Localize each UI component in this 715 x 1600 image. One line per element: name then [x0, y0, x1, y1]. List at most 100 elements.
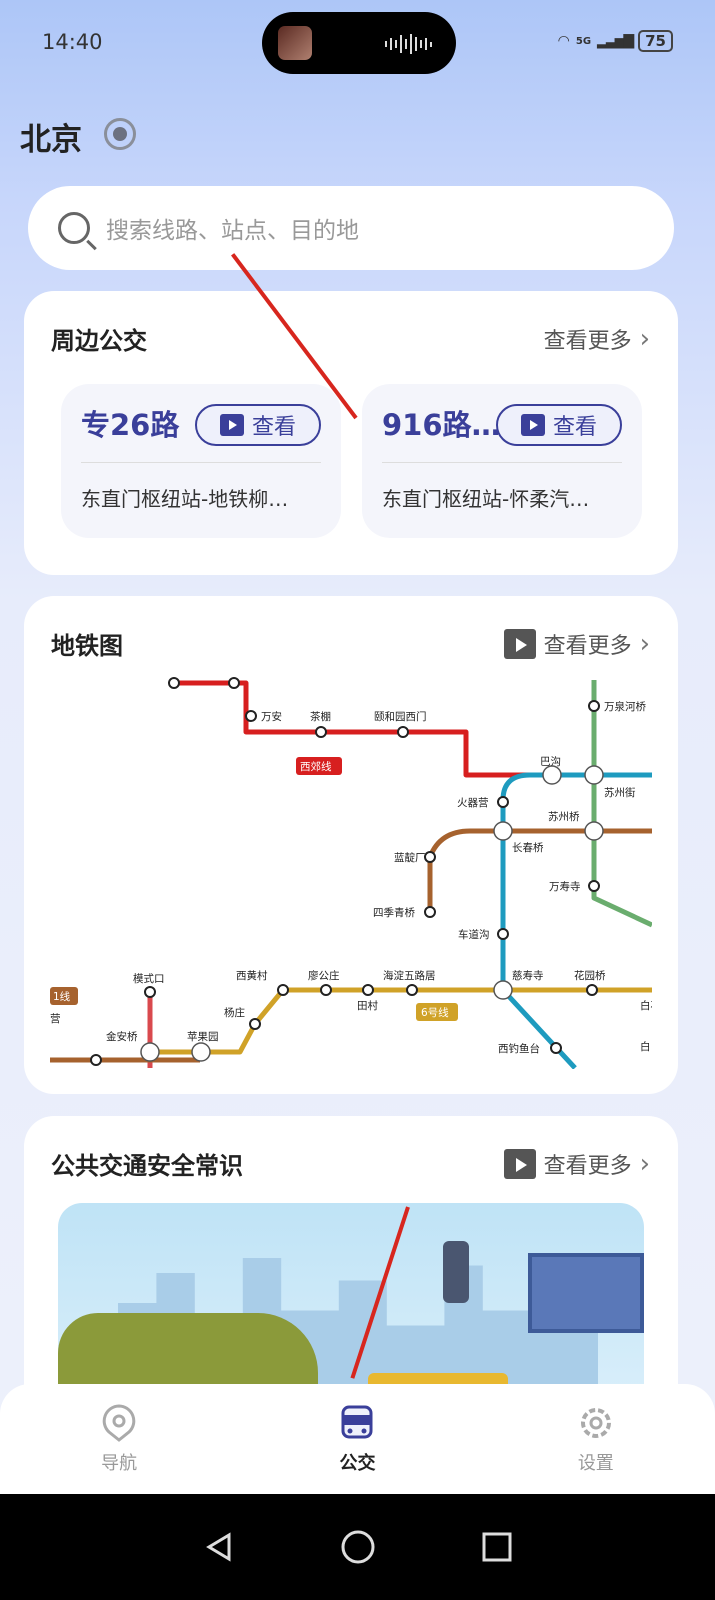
audio-wave-icon — [385, 34, 432, 54]
more-label: 查看更多 — [543, 634, 632, 659]
search-icon — [58, 212, 90, 244]
metro-title: 地铁图 — [51, 632, 123, 660]
back-icon[interactable] — [203, 1531, 235, 1563]
bus-route-card[interactable]: 专26路 查看 东直门枢纽站-地铁柳… — [61, 384, 341, 538]
station-label[interactable]: 四季青桥 — [373, 906, 415, 919]
line-6 — [150, 987, 652, 1055]
station-label[interactable]: 苹果园 — [187, 1030, 219, 1043]
view-button[interactable]: 查看 — [195, 404, 321, 446]
view-label: 查看 — [552, 415, 597, 440]
nav-label: 公交 — [339, 1453, 376, 1474]
view-label: 查看 — [251, 415, 296, 440]
station-label[interactable]: 海淀五路居 — [383, 969, 436, 982]
station-labels: 万安 茶棚 颐和园西门 巴沟 万泉河桥 苏州街 火器营 苏州桥 长春桥 蓝靛厂 … — [50, 700, 652, 1055]
metro-map[interactable]: 西郊线 6号线 1线 万安 茶棚 颐和园西门 巴沟 万泉河桥 苏州街 火器营 苏… — [50, 675, 652, 1069]
station-label[interactable]: 廖公庄 — [308, 969, 340, 982]
network-type: 5G — [575, 35, 592, 47]
chevron-right-icon: › — [639, 629, 650, 659]
metro-more-link[interactable]: 查看更多 › — [503, 628, 650, 660]
chevron-right-icon: › — [639, 1149, 650, 1179]
route-name: 专26路 — [81, 408, 180, 442]
line-label: 1线 — [53, 990, 71, 1003]
station-label[interactable]: 车道沟 — [458, 928, 490, 941]
interchange-icons — [140, 765, 604, 1062]
station-label[interactable]: 万寿寺 — [549, 880, 581, 893]
system-nav-bar — [0, 1494, 715, 1600]
safety-illustration[interactable] — [58, 1203, 644, 1393]
traffic-light-icon — [443, 1241, 469, 1303]
nav-item-bus[interactable]: 公交 — [297, 1403, 417, 1475]
nav-label: 设置 — [577, 1453, 614, 1474]
station-label[interactable]: 蓝靛厂 — [394, 851, 426, 864]
line-4 — [591, 680, 652, 928]
bus-icon — [341, 1405, 373, 1439]
station-label[interactable]: 巴沟 — [540, 755, 561, 768]
xijiao-badge — [296, 757, 342, 775]
gear-icon — [580, 1408, 611, 1438]
station-label[interactable]: 颐和园西门 — [374, 710, 427, 723]
more-label: 查看更多 — [543, 329, 632, 354]
map-pin-icon — [102, 1404, 136, 1442]
line6-badge — [416, 1003, 458, 1021]
station-label[interactable]: 万安 — [261, 710, 282, 723]
station-label[interactable]: 西黄村 — [236, 969, 268, 982]
view-button[interactable]: 查看 — [496, 404, 622, 446]
station-label[interactable]: 慈寿寺 — [512, 969, 544, 982]
line-xijiao — [174, 680, 552, 778]
line-label: 6号线 — [421, 1006, 449, 1019]
line1-badge — [50, 987, 78, 1005]
station-label[interactable]: 模式口 — [133, 972, 165, 985]
route-name: 916路… — [382, 408, 501, 442]
station-label[interactable]: 茶棚 — [310, 710, 331, 723]
nearby-title: 周边公交 — [51, 327, 147, 355]
route-desc: 东直门枢纽站-地铁柳… — [81, 487, 289, 511]
city-name[interactable]: 北京 — [20, 122, 82, 158]
status-bar: 14:40 ◠ 5G ▂▃▅▇ 75 — [0, 0, 715, 90]
nav-item-settings[interactable]: 设置 — [536, 1403, 656, 1475]
bottom-nav: 导航 公交 设置 — [0, 1384, 715, 1494]
station-label[interactable]: 花园桥 — [574, 969, 606, 982]
station-label[interactable]: 长春桥 — [512, 842, 544, 854]
station-label[interactable]: 田村 — [357, 999, 378, 1012]
nearby-bus-card: 周边公交 查看更多 › 专26路 查看 东直门枢纽站-地铁柳… 916路… 查看 … — [24, 291, 678, 575]
locate-icon[interactable] — [104, 118, 136, 150]
chevron-right-icon: › — [639, 324, 650, 354]
wifi-icon: ◠ — [557, 33, 570, 49]
metro-map-card: 地铁图 查看更多› 西郊线 6号线 1线 万安 茶棚 颐和园西 — [24, 596, 678, 1094]
play-icon — [219, 414, 244, 436]
safety-card: 公共交通安全常识 查看更多 › — [24, 1116, 678, 1436]
video-icon — [503, 629, 536, 659]
play-icon — [520, 414, 545, 436]
divider — [81, 462, 321, 463]
station-label[interactable]: 杨庄 — [224, 1006, 245, 1019]
home-icon[interactable] — [340, 1529, 376, 1565]
video-icon — [503, 1149, 536, 1179]
bus-route-card[interactable]: 916路… 查看 东直门枢纽站-怀柔汽… — [362, 384, 642, 538]
line-label: 西郊线 — [300, 760, 332, 773]
dynamic-island[interactable] — [262, 12, 456, 74]
nearby-more-link[interactable]: 查看更多 › — [544, 323, 650, 355]
signal-icon: ▂▃▅▇ — [597, 33, 634, 49]
clock: 14:40 — [42, 30, 103, 54]
station-label[interactable]: 苏州街 — [604, 786, 636, 799]
nav-label: 导航 — [101, 1453, 138, 1474]
search-input[interactable]: 搜索线路、站点、目的地 — [28, 186, 674, 270]
station-label[interactable]: 白 — [640, 1040, 651, 1053]
divider — [382, 462, 622, 463]
station-label[interactable]: 苏州桥 — [548, 810, 580, 823]
search-placeholder: 搜索线路、站点、目的地 — [106, 218, 359, 244]
station-label[interactable]: 白石 — [640, 999, 652, 1012]
safety-more-link[interactable]: 查看更多 › — [503, 1148, 650, 1180]
station-label[interactable]: 营 — [50, 1012, 61, 1025]
station-label[interactable]: 火器营 — [457, 796, 489, 809]
nav-item-navigation[interactable]: 导航 — [59, 1403, 179, 1475]
safety-title: 公共交通安全常识 — [51, 1152, 243, 1180]
recents-icon[interactable] — [481, 1531, 513, 1563]
more-label: 查看更多 — [543, 1154, 632, 1179]
media-app-icon — [278, 26, 312, 60]
route-desc: 东直门枢纽站-怀柔汽… — [382, 487, 590, 511]
station-label[interactable]: 西钓鱼台 — [498, 1042, 540, 1055]
battery-level: 75 — [638, 30, 673, 52]
station-label[interactable]: 万泉河桥 — [604, 700, 646, 713]
station-label[interactable]: 金安桥 — [106, 1030, 138, 1043]
